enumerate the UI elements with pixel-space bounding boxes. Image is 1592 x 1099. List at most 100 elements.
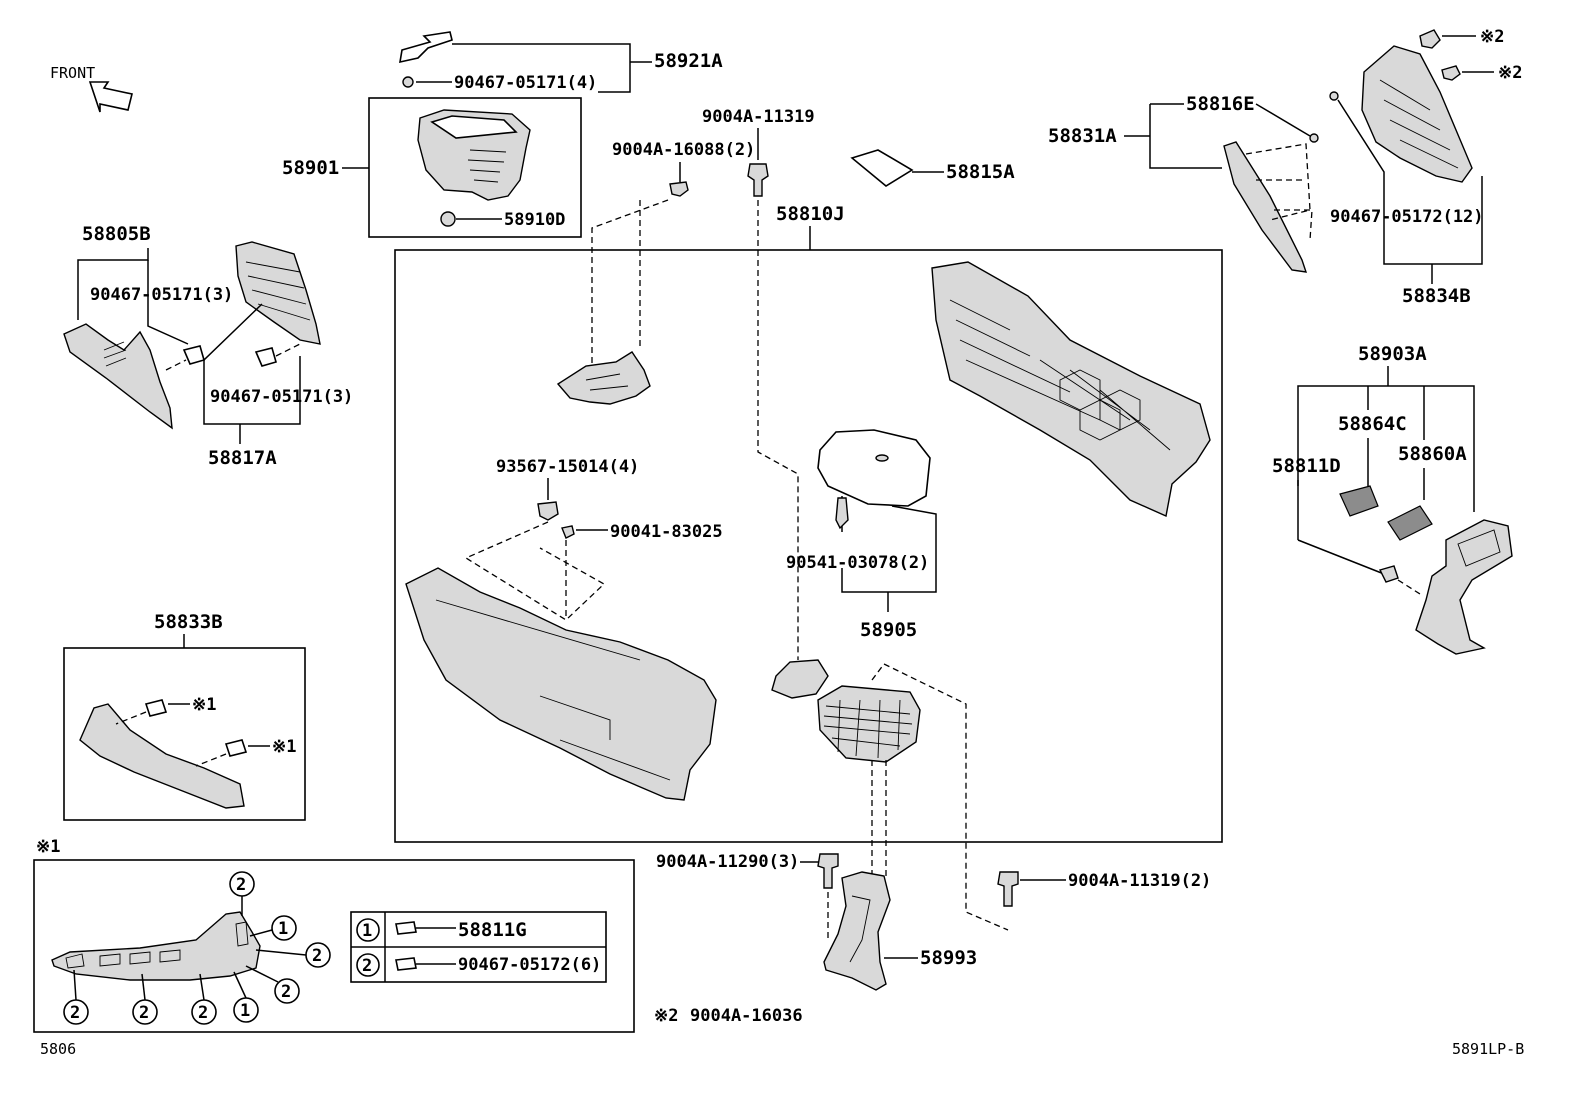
part-58833B-shape — [79, 703, 245, 809]
callout-2-b: 2 — [305, 942, 331, 968]
part-storage-tray-shape — [817, 685, 921, 763]
callout-1-b: 1 — [233, 997, 259, 1023]
label-90467-05172-12: 90467-05172(12) — [1330, 207, 1484, 227]
svg-text:2: 2 — [236, 875, 246, 895]
label-58815A: 58815A — [946, 161, 1015, 183]
legend-clip-90467-icon — [395, 957, 417, 971]
svg-text:1: 1 — [362, 921, 372, 941]
bracket-part-shape — [556, 351, 651, 405]
label-58910D: 58910D — [504, 210, 565, 230]
part-58831A-shape — [1223, 141, 1308, 273]
clip-90041-icon — [561, 525, 575, 539]
clip-58811D-icon — [1378, 565, 1399, 583]
footer-right-code: 5891LP-B — [1452, 1040, 1524, 1058]
part-armrest-lid-shape — [817, 429, 931, 507]
label-58817A: 58817A — [208, 447, 277, 469]
marker-ref1-b: ※1 — [272, 737, 296, 757]
svg-text:1: 1 — [278, 919, 288, 939]
legend-clip-58811G-icon — [395, 921, 417, 935]
label-90041-83025: 90041-83025 — [610, 522, 723, 542]
part-side-panel-shape — [405, 567, 717, 801]
label-58903A: 58903A — [1358, 343, 1427, 365]
box-ref1-detail — [33, 859, 635, 1033]
label-90467-05171-4: 90467-05171(4) — [454, 73, 597, 93]
box-58833B — [63, 647, 306, 821]
label-9004A-11319: 9004A-11319 — [702, 107, 815, 127]
clip-58816E-icon — [1309, 133, 1319, 143]
label-58921A: 58921A — [654, 50, 723, 72]
svg-text:1: 1 — [240, 1001, 250, 1021]
front-arrow-icon — [88, 81, 133, 113]
label-90541-03078-2: 90541-03078(2) — [786, 553, 929, 573]
part-58860A-shape — [1387, 505, 1433, 541]
clip-ref1-a-icon — [144, 699, 168, 717]
note2-part: 9004A-16036 — [690, 1006, 803, 1026]
part-58864C-shape — [1339, 485, 1379, 517]
callout-2-d: 2 — [63, 999, 89, 1025]
label-58805B: 58805B — [82, 223, 151, 245]
label-58901: 58901 — [282, 157, 339, 179]
label-58860A: 58860A — [1398, 443, 1467, 465]
label-9004A-11319-2: 9004A-11319(2) — [1068, 871, 1211, 891]
label-58905: 58905 — [860, 619, 917, 641]
clip-58817A-icon — [254, 347, 277, 367]
clip-90467-05171-icon — [402, 76, 414, 88]
clip-58805B-icon — [182, 345, 205, 365]
part-58805B-shape — [63, 323, 173, 430]
svg-text:2: 2 — [70, 1003, 80, 1023]
label-58811D: 58811D — [1272, 455, 1341, 477]
label-58833B: 58833B — [154, 611, 223, 633]
label-58864C: 58864C — [1338, 413, 1407, 435]
label-58816E: 58816E — [1186, 93, 1255, 115]
part-58921A-shape — [399, 31, 453, 64]
label-58834B: 58834B — [1402, 285, 1471, 307]
part-58993-shape — [823, 871, 891, 991]
legend-table: 1 2 58811G 90467-05172(6) — [350, 911, 607, 983]
clip-90467-05172-icon — [1329, 91, 1339, 101]
label-90467-05172-6: 90467-05172(6) — [458, 955, 601, 975]
part-58903A-shape — [1415, 519, 1513, 655]
label-9004A-16088-2: 9004A-16088(2) — [612, 140, 755, 160]
svg-text:2: 2 — [312, 946, 322, 966]
part-center-bracket-shape — [771, 659, 829, 699]
label-58831A: 58831A — [1048, 125, 1117, 147]
clip-58910D-icon — [440, 211, 456, 227]
label-58811G: 58811G — [458, 919, 527, 941]
callout-2-f: 2 — [191, 999, 217, 1025]
callout-2-a: 2 — [229, 871, 255, 897]
clip-note2-b-icon — [1441, 65, 1461, 81]
screw-9004A-11290-icon — [817, 853, 839, 889]
screw-9004A-11319-2-icon — [997, 871, 1019, 907]
clip-9004A-16088-icon — [669, 181, 689, 197]
marker-ref2-b: ※2 — [1498, 63, 1522, 83]
label-90467-05171-3a: 90467-05171(3) — [90, 285, 233, 305]
callout-2-e: 2 — [132, 999, 158, 1025]
stud-90541-icon — [835, 497, 849, 530]
clip-note2-a-icon — [1419, 29, 1441, 49]
label-93567-15014-4: 93567-15014(4) — [496, 457, 639, 477]
marker-ref1-a: ※1 — [192, 695, 216, 715]
part-58815A-shape — [850, 149, 914, 187]
footer-left-code: 5806 — [40, 1040, 76, 1058]
callout-2-c: 2 — [274, 978, 300, 1004]
svg-text:2: 2 — [198, 1003, 208, 1023]
clip-93567-icon — [537, 501, 559, 521]
svg-text:2: 2 — [362, 956, 372, 976]
svg-text:2: 2 — [281, 982, 291, 1002]
part-58834B-shape — [1361, 45, 1473, 183]
screw-9004A-11319-icon — [747, 163, 769, 197]
part-58817A-shape — [235, 241, 321, 345]
label-58993: 58993 — [920, 947, 977, 969]
marker-ref2-a: ※2 — [1480, 27, 1504, 47]
box-58810J — [394, 249, 1223, 843]
clip-ref1-b-icon — [224, 739, 248, 757]
note2-symbol: ※2 — [654, 1006, 678, 1026]
part-rear-panel-shape — [931, 261, 1211, 517]
callout-1-a: 1 — [271, 915, 297, 941]
label-90467-05171-3b: 90467-05171(3) — [210, 387, 353, 407]
label-9004A-11290-3: 9004A-11290(3) — [656, 852, 799, 872]
svg-text:2: 2 — [139, 1003, 149, 1023]
front-label: FRONT — [50, 64, 95, 82]
part-ref1-trim-shape — [51, 911, 261, 981]
